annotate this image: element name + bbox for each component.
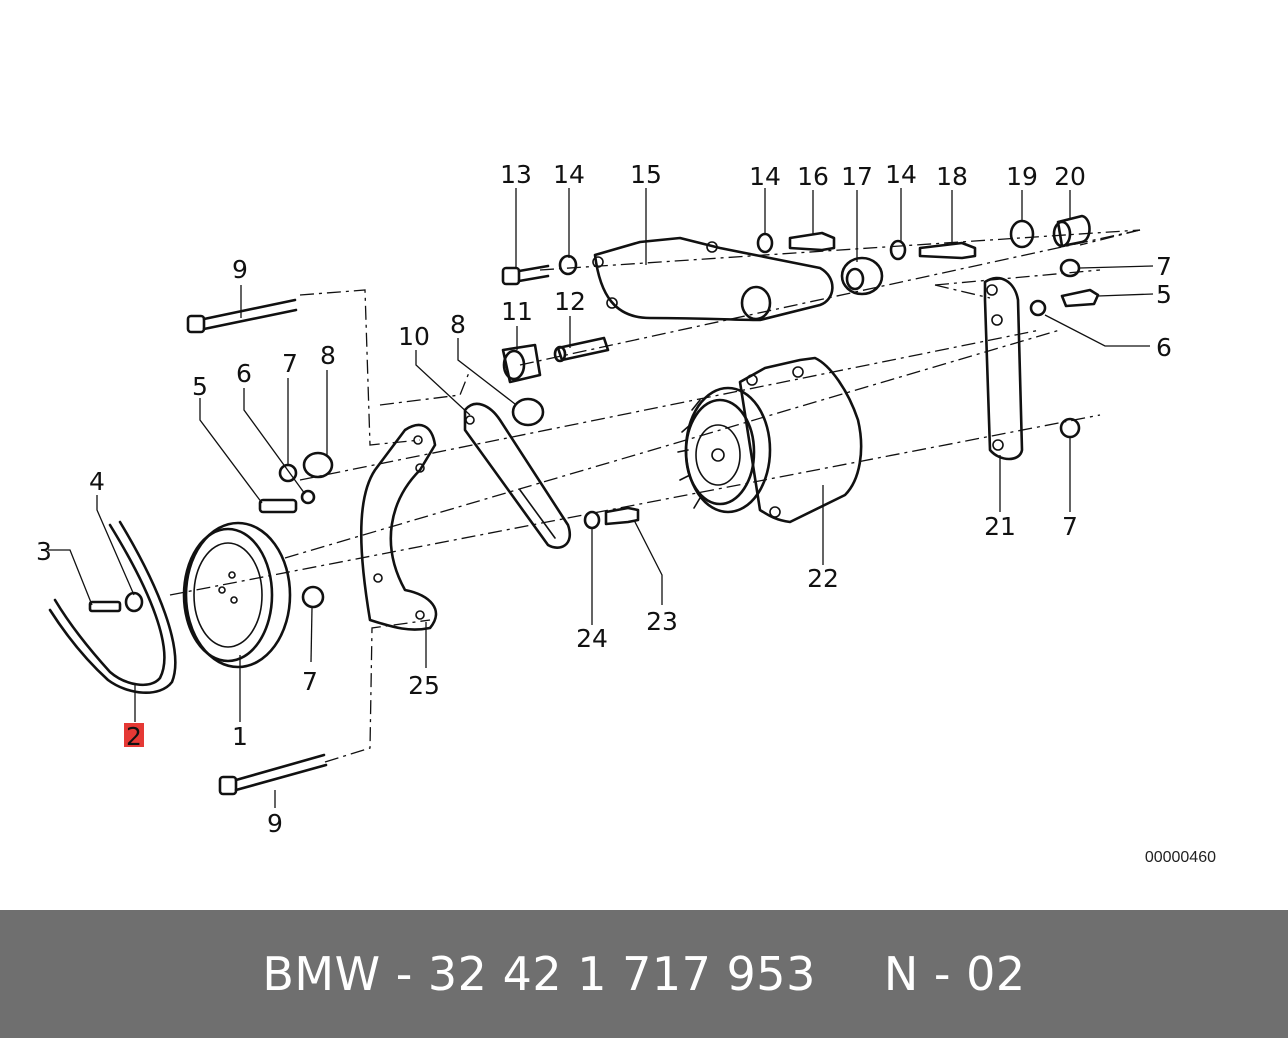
long-bolt-top [186, 298, 298, 334]
callout-23: 23 [646, 607, 678, 636]
leader-lines [48, 188, 1154, 808]
callout-22: 22 [807, 564, 839, 593]
pulley [182, 521, 292, 669]
fastener-set-right [1029, 258, 1100, 439]
bushings-center [501, 336, 610, 427]
callout-10: 10 [398, 322, 430, 351]
callout-24: 24 [576, 624, 608, 653]
alternator [677, 356, 863, 524]
callout-7: 7 [282, 349, 298, 378]
callout-14-c: 14 [885, 160, 917, 189]
callout-19: 19 [1006, 162, 1038, 191]
long-bolt-bottom [218, 753, 328, 796]
parts-diagram: 1 2 3 4 5 6 7 8 9 10 11 12 13 14 15 16 1… [36, 160, 1216, 866]
fastener-set-left [258, 451, 334, 609]
callout-7-d: 7 [1062, 512, 1078, 541]
callout-8: 8 [320, 341, 336, 370]
highlight-box [124, 723, 144, 747]
callout-1: 1 [232, 722, 248, 751]
callout-25: 25 [408, 671, 440, 700]
callout-6: 6 [236, 359, 252, 388]
callout-13: 13 [500, 160, 532, 189]
callout-7-b: 7 [302, 667, 318, 696]
callout-6-b: 6 [1156, 333, 1172, 362]
callout-14-b: 14 [749, 162, 781, 191]
strap-right [983, 276, 1024, 461]
callout-2: 2 [126, 722, 142, 751]
bolt-13 [501, 254, 578, 286]
tension-strap [463, 402, 571, 549]
callout-16: 16 [797, 162, 829, 191]
diagram-reference-code: 00000460 [1145, 849, 1216, 866]
part-number-footer: BMW - 32 42 1 717 953 N - 02 [0, 910, 1288, 1038]
callout-15: 15 [630, 160, 662, 189]
callout-14: 14 [553, 160, 585, 189]
support-bracket [592, 236, 834, 322]
v-belt [48, 520, 177, 694]
pulley-bolt [88, 591, 144, 613]
alternator-bolt [583, 506, 640, 530]
callout-11: 11 [501, 297, 533, 326]
callout-7-c: 7 [1156, 252, 1172, 281]
mounting-bracket [360, 423, 438, 631]
callout-9-b: 9 [267, 809, 283, 838]
callout-5: 5 [192, 372, 208, 401]
part-number: BMW - 32 42 1 717 953 [262, 947, 816, 1001]
callout-labels: 1 2 3 4 5 6 7 8 9 10 11 12 13 14 15 16 1… [36, 160, 1172, 838]
callout-4: 4 [89, 467, 105, 496]
callout-21: 21 [984, 512, 1016, 541]
callout-9: 9 [232, 255, 248, 284]
callout-17: 17 [841, 162, 873, 191]
position-code: N - 02 [883, 947, 1026, 1001]
callout-5-b: 5 [1156, 280, 1172, 309]
callout-18: 18 [936, 162, 968, 191]
callout-12: 12 [554, 287, 586, 316]
fastener-set-top-right [756, 214, 1091, 296]
callout-3: 3 [36, 537, 52, 566]
callout-8-b: 8 [450, 310, 466, 339]
callout-20: 20 [1054, 162, 1086, 191]
